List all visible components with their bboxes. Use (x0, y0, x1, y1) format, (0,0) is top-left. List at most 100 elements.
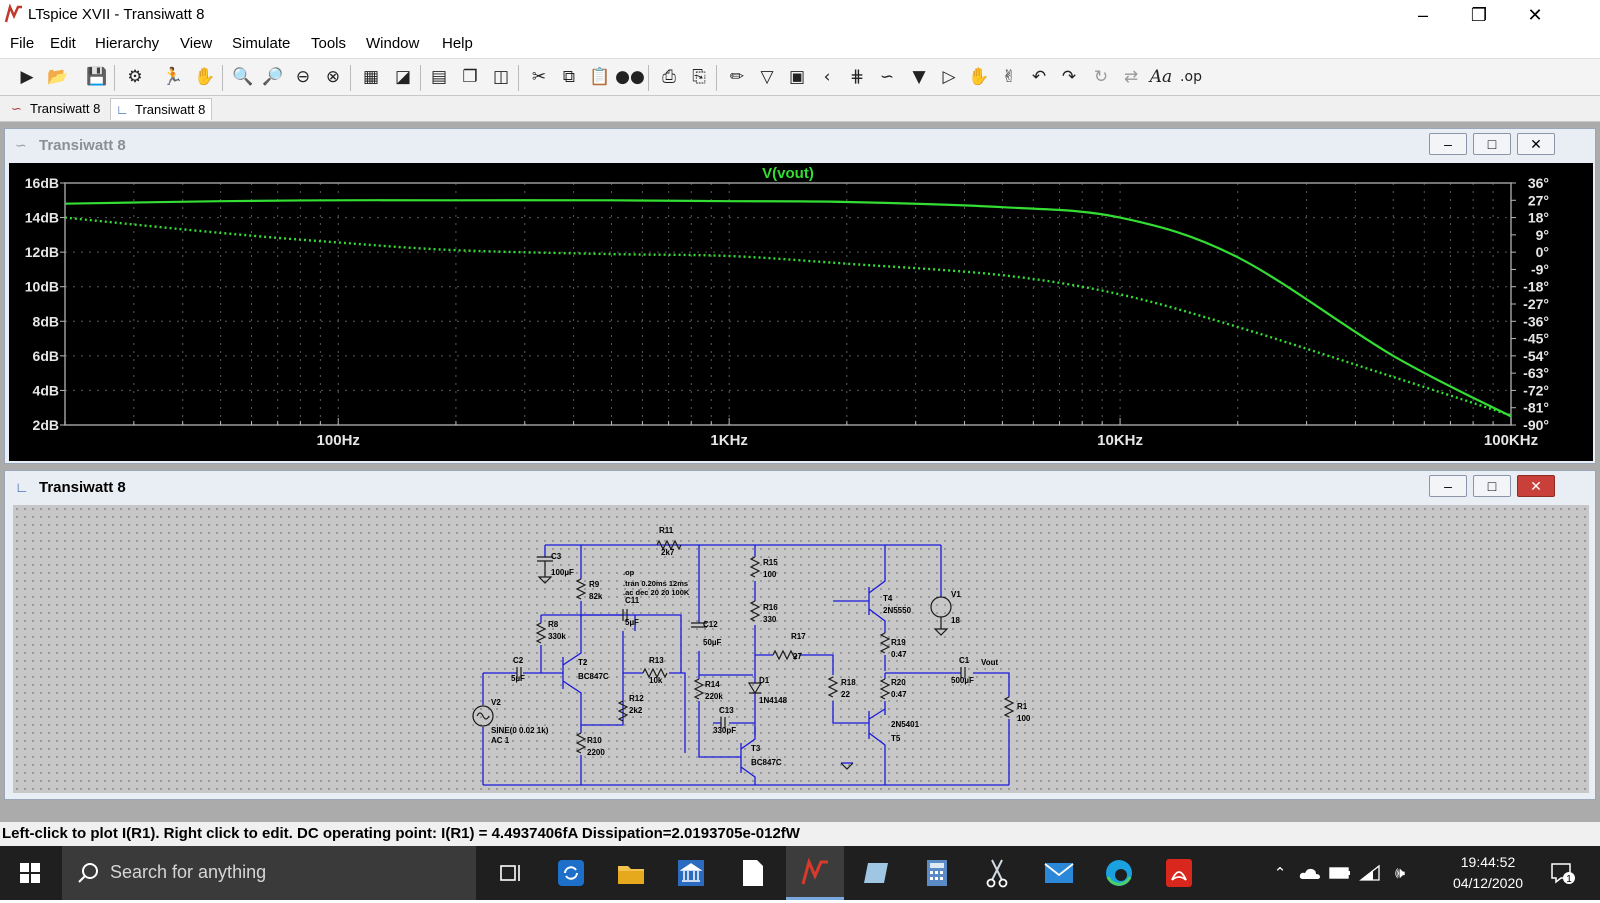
label-r13-name[interactable]: R13 (649, 656, 664, 665)
copy-icon[interactable]: ⧉ (562, 67, 576, 87)
undo-icon[interactable]: ↶ (1031, 67, 1047, 87)
label-t4-value[interactable]: 2N5550 (883, 606, 912, 615)
tile-vertical-icon[interactable]: ◫ (492, 67, 510, 87)
move-icon[interactable]: ✋ (968, 67, 990, 87)
resistor-r12[interactable] (617, 700, 629, 722)
label-r16-value[interactable]: 330 (763, 615, 777, 624)
print-icon[interactable]: ⎙ (662, 67, 676, 87)
calculator-icon[interactable] (908, 846, 966, 900)
menu-hierarchy[interactable]: Hierarchy (95, 35, 160, 52)
label-t2-value[interactable]: BC847C (578, 672, 609, 681)
spice-directive-icon[interactable]: .op (1180, 69, 1202, 85)
menu-help[interactable]: Help (442, 35, 473, 52)
trace-label[interactable]: V(vout) (762, 165, 814, 182)
menu-file[interactable]: File (10, 35, 35, 52)
label-t3-value[interactable]: BC847C (751, 758, 782, 767)
resistor-r15[interactable] (749, 556, 761, 578)
label-r19-value[interactable]: 0.47 (891, 650, 907, 659)
system-clock[interactable]: 19:44:52 04/12/2020 (1448, 852, 1528, 894)
label-r15-value[interactable]: 100 (763, 570, 777, 579)
label-r19-name[interactable]: R19 (891, 638, 906, 647)
tab-waveform[interactable]: ∽ Transiwatt 8 (6, 98, 106, 120)
chevron-up-icon[interactable]: ⌃ (1273, 864, 1287, 882)
directive-ac[interactable]: .ac dec 20 20 100K (623, 588, 690, 597)
minimize-icon[interactable]: – (1429, 133, 1467, 155)
label-c12-name[interactable]: C12 (703, 620, 718, 629)
label-r18-value[interactable]: 22 (841, 690, 850, 699)
inductor-icon[interactable]: ∽ (879, 67, 895, 87)
close-icon[interactable]: ✕ (1517, 475, 1555, 497)
label-c13-name[interactable]: C13 (719, 706, 734, 715)
diode-icon[interactable]: ▼ (912, 67, 926, 87)
directive-op[interactable]: .op (623, 568, 635, 577)
label-r14-name[interactable]: R14 (705, 680, 720, 689)
label-c3-name[interactable]: C3 (551, 552, 562, 561)
taskbar-search[interactable]: Search for anything (62, 846, 476, 900)
net-label-vout[interactable]: Vout (981, 658, 999, 667)
label-d1-name[interactable]: D1 (759, 676, 770, 685)
drag-icon[interactable]: ✌ (1001, 67, 1017, 87)
label-r17-value[interactable]: 27 (793, 652, 802, 661)
label-r8-value[interactable]: 330k (548, 632, 566, 641)
task-view-icon[interactable] (482, 846, 540, 900)
capacitor-c11[interactable] (622, 609, 628, 621)
delete-trace-icon[interactable]: ◪ (394, 67, 412, 87)
zoom-in-icon[interactable]: 🔍 (232, 67, 254, 87)
schematic-window-titlebar[interactable]: ∟ Transiwatt 8 – □ ✕ (5, 471, 1595, 501)
menu-tools[interactable]: Tools (311, 35, 347, 52)
label-r10-name[interactable]: R10 (587, 736, 602, 745)
snipping-tool-icon[interactable] (968, 846, 1026, 900)
directive-tran[interactable]: .tran 0.20ms 12ms (623, 579, 688, 588)
label-net-icon[interactable]: ▣ (788, 67, 806, 87)
notes-icon[interactable] (848, 846, 906, 900)
resistor-r18[interactable] (827, 676, 839, 698)
label-r1-name[interactable]: R1 (1017, 702, 1028, 711)
capacitor-c3[interactable] (537, 556, 553, 577)
open-icon[interactable]: 📂 (47, 67, 69, 87)
close-icon[interactable]: ✕ (1527, 5, 1543, 25)
label-r18-name[interactable]: R18 (841, 678, 856, 687)
save-icon[interactable]: 💾 (86, 67, 108, 87)
wifi-icon[interactable] (1356, 846, 1384, 900)
label-r16-name[interactable]: R16 (763, 603, 778, 612)
maximize-icon[interactable]: □ (1473, 133, 1511, 155)
edge-icon[interactable] (1090, 846, 1148, 900)
label-r15-name[interactable]: R15 (763, 558, 778, 567)
menu-simulate[interactable]: Simulate (232, 35, 291, 52)
restore-icon[interactable]: ❐ (1470, 5, 1488, 25)
label-r10-value[interactable]: 2200 (587, 748, 605, 757)
redo-icon[interactable]: ↷ (1061, 67, 1077, 87)
acrobat-icon[interactable] (1150, 846, 1208, 900)
capacitor-c12[interactable] (691, 622, 707, 628)
label-t5-value[interactable]: 2N5401 (891, 720, 920, 729)
resistor-r16[interactable] (749, 600, 761, 622)
label-r9-value[interactable]: 82k (589, 592, 603, 601)
print-setup-icon[interactable]: ⎘ (692, 67, 706, 87)
resistor-r20[interactable] (879, 678, 891, 700)
zoom-area-icon[interactable]: 🔎 (262, 67, 284, 87)
file-explorer-icon[interactable] (602, 846, 660, 900)
menu-view[interactable]: View (180, 35, 213, 52)
mirror-icon[interactable]: ⇄ (1123, 67, 1139, 87)
resistor-icon[interactable]: ‹ (823, 67, 831, 87)
label-r11-value[interactable]: 2k7 (661, 548, 675, 557)
label-r14-value[interactable]: 220k (705, 692, 723, 701)
capacitor-icon[interactable]: ⋕ (849, 67, 865, 87)
paste-icon[interactable]: 📋 (589, 67, 611, 87)
resistor-r10[interactable] (575, 732, 587, 754)
label-t2-name[interactable]: T2 (578, 658, 588, 667)
close-icon[interactable]: ✕ (1517, 133, 1555, 155)
label-c2-value[interactable]: 5µF (511, 674, 525, 683)
volume-icon[interactable]: 🕪 (1394, 863, 1406, 882)
schematic-canvas[interactable]: R11 2k7 C3 100µF R9 82k R15 100 R16 330 … (13, 505, 1589, 793)
menu-window[interactable]: Window (366, 35, 420, 52)
label-d1-value[interactable]: 1N4148 (759, 696, 788, 705)
sync-icon[interactable] (542, 846, 600, 900)
capacitor-c2[interactable] (516, 667, 522, 679)
start-button[interactable] (0, 846, 60, 900)
resistor-r11[interactable] (656, 539, 682, 551)
battery-icon[interactable] (1326, 846, 1354, 900)
minimize-icon[interactable]: – (1417, 5, 1428, 25)
resistor-r9[interactable] (575, 578, 587, 600)
